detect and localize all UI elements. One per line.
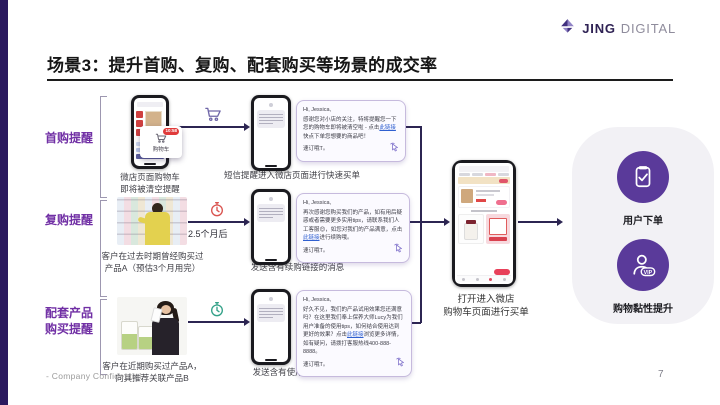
- confidential-footer: - Company Confidential -: [46, 371, 148, 381]
- bubble-link[interactable]: 此链接: [303, 235, 320, 242]
- cart-reminder-popup: 10:58 购物车: [140, 126, 182, 158]
- flow-arrowhead: [444, 218, 450, 226]
- row-bracket: [100, 200, 107, 297]
- product-pouch: [121, 321, 138, 350]
- outcome-label-order: 用户下单: [623, 216, 663, 227]
- bubble-closing: 速订哦T。: [303, 361, 329, 368]
- bubble-text: 感谢您对小店的关注，特将提醒您一下您的购物车即将被清空啦 - 点击: [303, 116, 397, 132]
- photo-person: [152, 203, 163, 214]
- flow-line: [420, 221, 446, 223]
- logo-text-jing: JING: [582, 20, 616, 36]
- row-label-bundle: 配套产品 购买提醒: [44, 306, 93, 336]
- outcome-label-stickiness: 购物黏性提升: [613, 304, 673, 315]
- flow-arrowhead: [244, 123, 250, 131]
- brand-side-bar: [0, 0, 8, 405]
- phone-sms-repurchase: [251, 189, 291, 265]
- row-bracket: [100, 299, 107, 375]
- vip-icon-circle: VIP: [617, 239, 669, 291]
- sms-screen: [254, 98, 288, 168]
- caption-cart-reminder: 微店页面购物车 即将被清空提醒: [120, 172, 180, 194]
- sms-screen: [254, 292, 288, 362]
- cart-icon: [155, 133, 167, 143]
- bubble-greeting: Hi, Jessica,: [303, 200, 332, 206]
- flow-line: [188, 221, 245, 223]
- bubble-text: 快点下单您想要的商品吧！: [303, 133, 370, 140]
- caption-repurchase-link: 发送含有续购链接的消息: [250, 262, 345, 272]
- page-title: 场景3：提升首购、复购、配套购买等场景的成交率: [47, 56, 438, 75]
- bubble-closing: 速订哦T。: [303, 247, 329, 254]
- bubble-text: 进行续购哦。: [319, 235, 353, 242]
- cart-popup-label: 购物车: [152, 146, 170, 153]
- merge-line-vertical: [420, 126, 422, 323]
- caption-sms-quick-checkout: 短信提醒进入微店页面进行快速买单: [223, 170, 360, 180]
- timer-icon-red: [209, 201, 225, 222]
- flow-arrowhead: [244, 318, 250, 326]
- cart-countdown-badge: 10:58: [163, 128, 179, 135]
- sms-bubble-first-purchase: Hi, Jessica, 感谢您对小店的关注，特将提醒您一下您的购物车即将被清空…: [296, 100, 406, 162]
- timer-label: 2.5个月后: [188, 229, 228, 239]
- sms-screen: [254, 192, 288, 262]
- click-cursor-icon: [390, 142, 398, 151]
- shopping-cart-icon: [204, 105, 222, 128]
- bubble-greeting: Hi, Jessica,: [303, 107, 332, 113]
- sms-bubble-repurchase: Hi, Jessica, 再次感谢您购买我们的产品，如有用后疑惑或者需要更多实用…: [296, 193, 410, 264]
- caption-open-ministore: 打开进入微店 购物车页面进行买单: [443, 294, 529, 319]
- logo-text-digital: DIGITAL: [620, 20, 676, 36]
- vip-badge-text: VIP: [644, 270, 653, 276]
- bubble-greeting: Hi, Jessica,: [303, 297, 332, 303]
- caption-past-purchase: 客户在过去时期曾经购买过 产品A（预估3个月用完）: [101, 251, 204, 273]
- row-label-first-purchase: 首购提醒: [44, 131, 93, 145]
- phone-sms-first-purchase: [251, 95, 291, 171]
- caption-related-product: 客户在近期购买过产品A， 向其推荐关联产品B: [102, 361, 202, 383]
- phone-sms-tips: [251, 289, 291, 365]
- flow-line: [188, 321, 245, 323]
- click-cursor-icon: [394, 243, 402, 253]
- bubble-text: 好久不见，我们的产品试用效果您还满意吗？在这里我们奉上保养大师Lucy为我们用户…: [303, 306, 403, 339]
- flow-line: [169, 126, 245, 128]
- merge-line: [400, 221, 421, 223]
- bubble-closing: 速订哦T。: [303, 146, 329, 153]
- flow-arrowhead: [244, 218, 250, 226]
- row-label-repurchase: 复购提醒: [44, 213, 93, 227]
- flow-line: [518, 221, 559, 223]
- jingdigital-logo-icon: [558, 16, 577, 40]
- sms-bubble-tips: Hi, Jessica, 好久不见，我们的产品试用效果您还满意吗？在这里我们奉上…: [296, 290, 412, 378]
- phone-ministore-checkout: [452, 160, 516, 287]
- bubble-link[interactable]: 此链接: [379, 125, 396, 132]
- photo-customer-product-use: [117, 297, 187, 355]
- bubble-text: 再次感谢您购买我们的产品，如有用后疑惑或者需要更多实用tips，请联系我们人工客…: [303, 209, 403, 233]
- bubble-link[interactable]: 此链接: [347, 332, 364, 339]
- timer-icon-green: [209, 301, 225, 322]
- flow-arrowhead: [557, 218, 563, 226]
- click-cursor-icon: [396, 357, 404, 367]
- merge-line: [400, 126, 421, 128]
- photo-customer-shopping: [117, 197, 187, 245]
- page-number: 7: [658, 369, 664, 380]
- ministore-checkout-screen: [455, 163, 513, 284]
- bubble-text: 浏览更多详情，如有疑问，请拨打客服热线400-888-8888。: [303, 332, 403, 356]
- title-underline: [47, 79, 673, 81]
- row-bracket: [100, 96, 107, 198]
- vip-user-icon: VIP: [633, 254, 656, 277]
- order-check-icon: [635, 166, 651, 188]
- order-icon-circle: [617, 151, 669, 203]
